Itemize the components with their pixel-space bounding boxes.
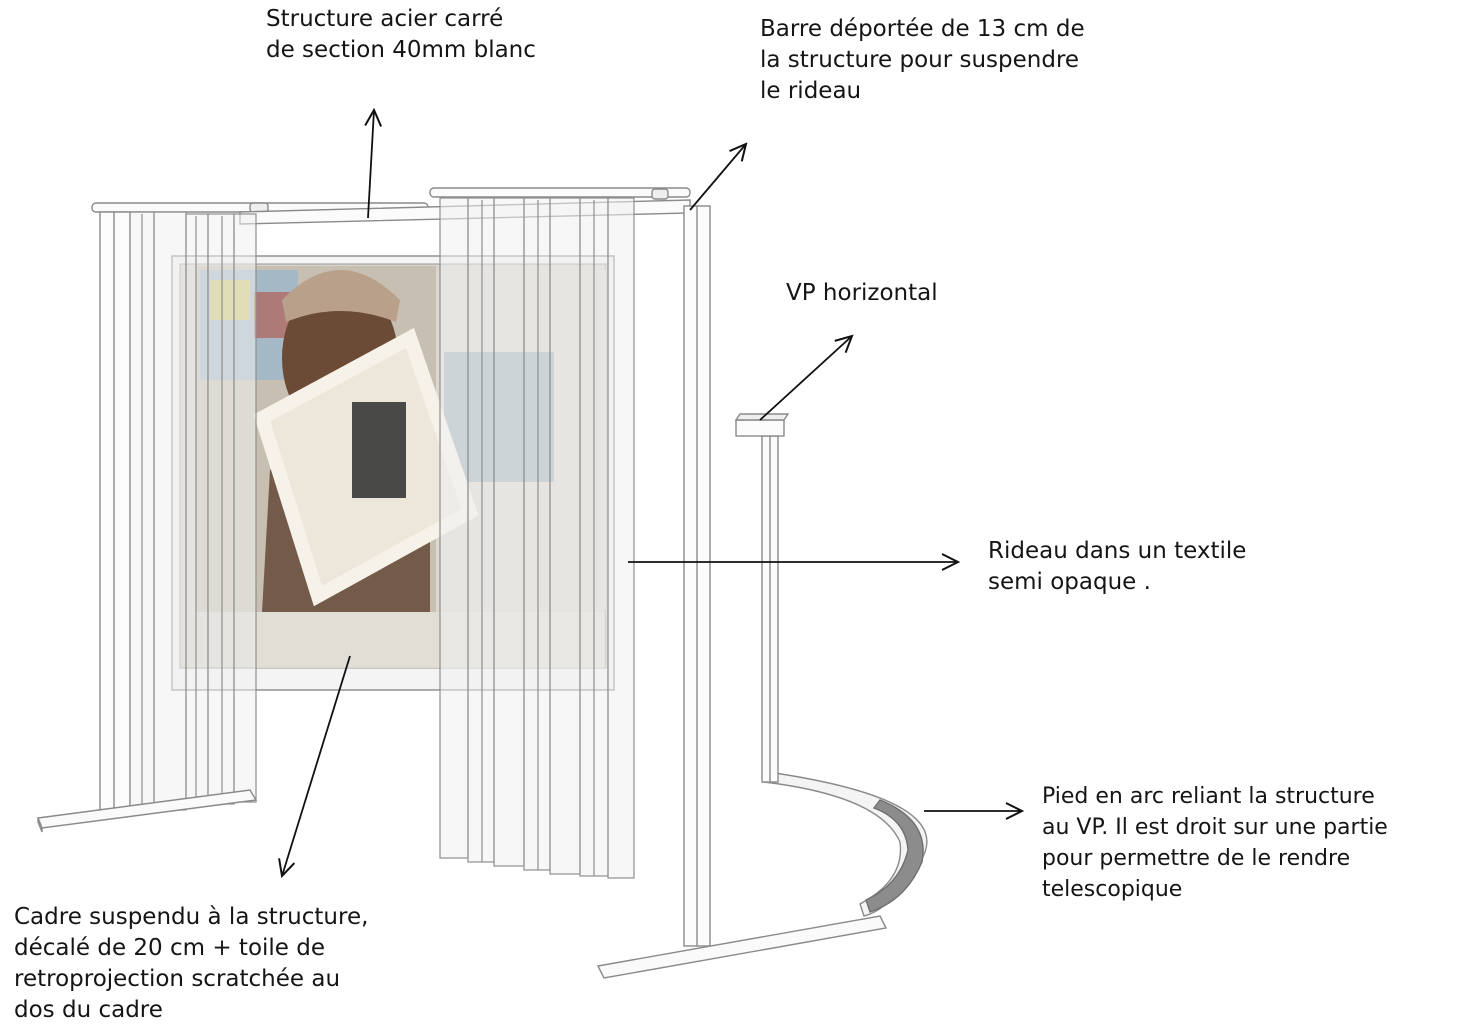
left-curtain (129, 211, 257, 811)
label-barre: Barre déportée de 13 cm de la structure … (760, 16, 1085, 104)
right-post (683, 205, 711, 947)
label-rideau: Rideau dans un textile semi opaque . (988, 538, 1247, 595)
arrow-vp (759, 336, 852, 421)
arrow-structure (368, 110, 374, 219)
arrow-cadre (282, 655, 351, 876)
vp-post (734, 413, 790, 783)
annotation-arrows (282, 110, 1022, 876)
left-post (99, 211, 131, 811)
right-curtain (439, 197, 635, 879)
right-foot (596, 771, 928, 979)
label-vp: VP horizontal (786, 280, 938, 306)
arrow-barre (689, 144, 746, 211)
label-cadre: Cadre suspendu à la structure, décalé de… (14, 904, 369, 1023)
label-structure: Structure acier carré de section 40mm bl… (266, 6, 536, 63)
label-pied: Pied en arc reliant la structure au VP. … (1042, 784, 1388, 902)
left-foot (37, 789, 258, 833)
